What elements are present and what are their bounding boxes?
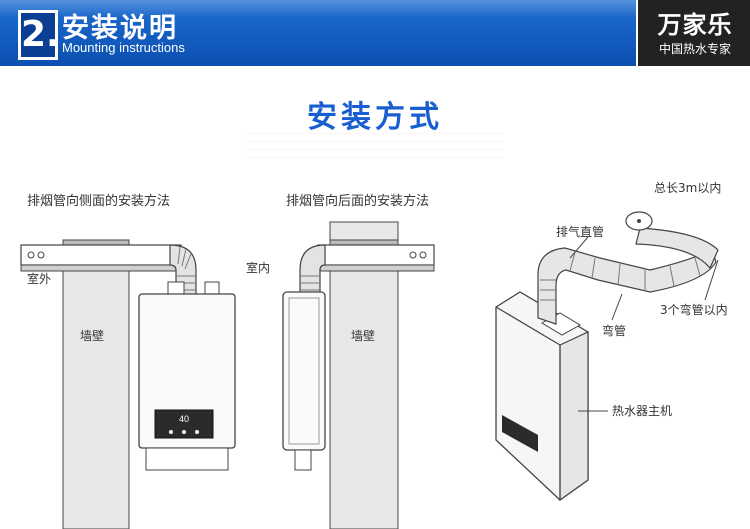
label-elbow: 弯管 [602, 323, 626, 338]
section-number: 2. [18, 10, 60, 60]
header-shine [0, 0, 750, 18]
wall-middle [329, 221, 399, 529]
label-exhaust-pipe: 排气直管 [556, 224, 604, 239]
header-bar: 2. 安装说明 Mounting instructions 万家乐 中国热水专家 [0, 0, 750, 66]
leader-line [704, 259, 719, 301]
horizontal-pipe [20, 244, 182, 266]
label-total-length: 总长3m以内 [654, 181, 721, 195]
caption-rear-install: 排烟管向后面的安装方法 [286, 193, 429, 209]
label-elbow-count: 3个弯管以内 [660, 302, 728, 317]
right-diagram [495, 211, 719, 502]
brand-slogan: 中国热水专家 [658, 42, 731, 56]
fine-print-line: ········································… [245, 131, 505, 136]
header-title: 安装说明 [62, 13, 178, 44]
section-title: 安装方式 [307, 100, 443, 135]
exhaust-pipe [537, 246, 717, 325]
label-wall-middle: 墙壁 [351, 328, 375, 343]
fine-print-line: ········································… [245, 139, 505, 144]
brand-box: 万家乐 中国热水专家 [636, 0, 750, 66]
fine-print-line: ········································… [245, 147, 505, 152]
label-indoor: 室内 [246, 260, 270, 275]
left-diagram: 40 [20, 239, 236, 529]
leader-line [611, 293, 623, 321]
display-panel-3d [502, 415, 538, 452]
label-outdoor: 室外 [27, 271, 51, 286]
caption-side-install: 排烟管向侧面的安装方法 [27, 193, 170, 209]
header-subtitle: Mounting instructions [62, 40, 185, 55]
wall-left [62, 239, 130, 529]
label-wall-left: 墙壁 [80, 328, 104, 343]
leader-line [569, 236, 589, 259]
brand-name: 万家乐 [657, 11, 733, 39]
label-heater-unit: 热水器主机 [612, 404, 672, 418]
display-panel [154, 409, 214, 439]
horizontal-pipe [317, 244, 435, 266]
middle-diagram [282, 221, 435, 529]
display-value: 40 [179, 414, 189, 424]
fine-print-line: ········································… [245, 155, 505, 160]
